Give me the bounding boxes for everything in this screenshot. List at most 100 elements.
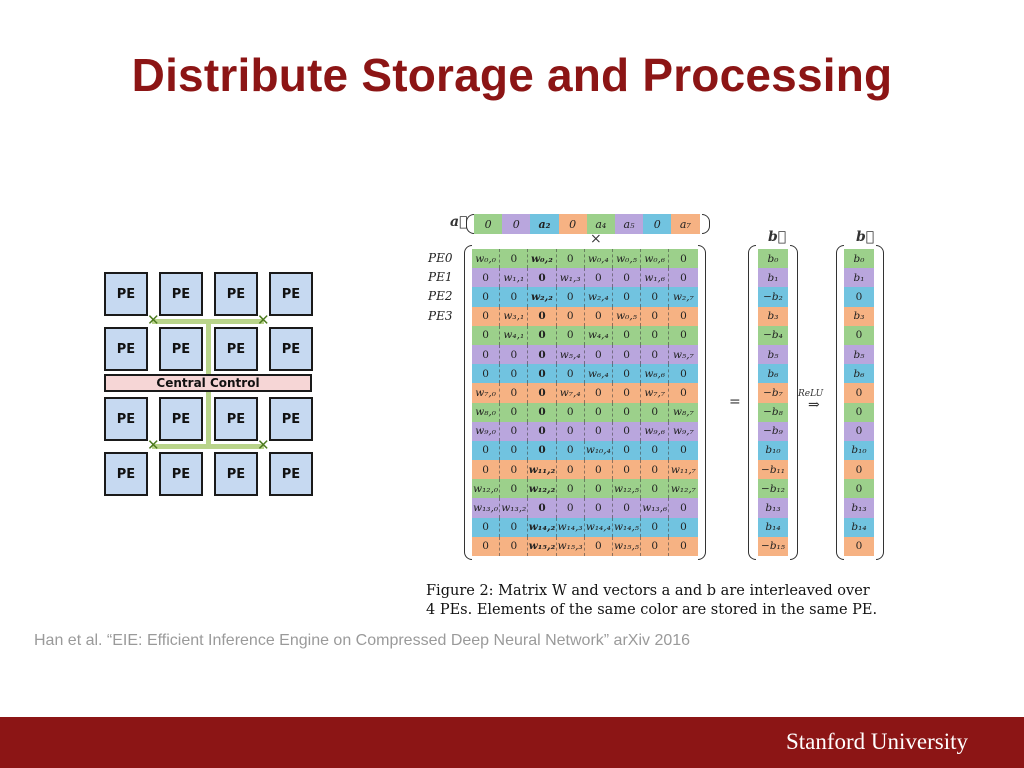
matrix-cell: 0 <box>557 421 585 441</box>
vector-a-paren-left <box>466 214 474 234</box>
vector-b-element: b₁₃ <box>758 498 788 518</box>
vector-a-symbol: a⃗ <box>450 214 468 230</box>
matrix-cell: w₁₂,₇ <box>670 482 696 495</box>
vector-b-element: −b₈ <box>758 402 788 422</box>
matrix-cell: 0 <box>557 402 585 422</box>
caption-line: Figure 2: Matrix W and vectors a and b a… <box>426 583 870 599</box>
vector-a-element: a₇ <box>671 214 700 234</box>
relu-vector-element: b₅ <box>844 344 874 365</box>
caption-line: 4 PEs. Elements of the same color are st… <box>426 602 878 618</box>
matrix-cell: 0 <box>472 287 501 307</box>
vector-b-element: −b₁₂ <box>758 479 788 499</box>
pe-block: PE <box>104 272 148 316</box>
router-node-icon: ✕ <box>257 311 270 329</box>
pe-block: PE <box>104 452 148 496</box>
citation: Han et al. “EIE: Efficient Inference Eng… <box>34 632 691 649</box>
matrix-cell: 0 <box>472 460 501 480</box>
relu-vector-paren-right <box>876 245 884 560</box>
matrix-cell: w₄,₁ <box>500 325 529 345</box>
pe-row-label: PE3 <box>428 308 453 323</box>
vector-b-relu-symbol: b⃗ <box>856 229 875 245</box>
vector-b-element: b₁₀ <box>758 440 788 461</box>
matrix-cell: w₀,₄ <box>585 249 613 269</box>
router-node-icon: ✕ <box>257 436 270 454</box>
matrix-cell: 0 <box>528 344 557 365</box>
matrix-paren-left <box>464 245 472 560</box>
matrix-cell: 0 <box>585 460 613 480</box>
matrix-cell: 0 <box>472 344 501 365</box>
matrix-cell: 0 <box>500 383 529 403</box>
vector-b-element: −b₁₁ <box>758 460 788 480</box>
matrix-cell: 0 <box>641 517 670 537</box>
matrix-cell: w₀,₆ <box>641 249 670 269</box>
figure-caption: Figure 2: Matrix W and vectors a and b a… <box>426 582 906 620</box>
relu-vector-element: b₁₄ <box>844 517 874 537</box>
matrix-cell: 0 <box>613 325 642 345</box>
matrix-cell: 0 <box>500 402 529 422</box>
vector-a-element: a₄ <box>586 214 615 234</box>
matrix-cell: 0 <box>641 402 670 422</box>
matrix-cell: w₉,₀ <box>472 421 501 441</box>
footer-bar: Stanford University <box>0 717 1024 768</box>
relu-vector-element: 0 <box>844 460 874 480</box>
pe-block: PE <box>214 452 258 496</box>
matrix-cell: 0 <box>472 306 501 326</box>
implies-arrow-icon: ⇒ <box>808 397 820 413</box>
matrix-cell: w₁₅,₂ <box>528 536 557 556</box>
matrix-cell: w₂,₂ <box>528 287 557 307</box>
relu-vector-element: b₀ <box>844 249 874 269</box>
matrix-cell: 0 <box>500 460 529 480</box>
matrix-cell: 0 <box>557 306 585 326</box>
matrix-cell: w₁₀,₄ <box>585 440 613 461</box>
relu-vector-element: 0 <box>844 287 874 307</box>
vector-a-element: 0 <box>643 214 672 234</box>
matrix-cell: 0 <box>472 364 501 384</box>
matrix-cell: 0 <box>528 325 557 345</box>
relu-vector-paren-left <box>836 245 844 560</box>
matrix-cell: w₁₄,₅ <box>613 517 642 537</box>
matrix-cell: 0 <box>585 268 613 288</box>
pe-block: PE <box>214 397 258 441</box>
matrix-cell: w₀,₀ <box>472 249 501 269</box>
vector-b-element: −b₉ <box>758 421 788 441</box>
pe-row-label: PE0 <box>428 251 453 265</box>
matrix-cell: w₆,₄ <box>585 364 613 384</box>
matrix-cell: w₁₁,₂ <box>528 460 557 480</box>
matrix-cell: w₁₂,₂ <box>528 479 557 499</box>
matrix-cell: 0 <box>613 402 642 422</box>
matrix-cell: 0 <box>472 440 501 461</box>
vector-b-element: b₆ <box>758 364 788 384</box>
vector-a-paren-right <box>702 214 710 234</box>
matrix-cell: 0 <box>528 440 557 461</box>
pe-row-label: PE2 <box>428 289 453 304</box>
pe-block: PE <box>104 327 148 371</box>
matrix-cell: 0 <box>680 386 687 399</box>
router-node-icon: ✕ <box>147 311 160 329</box>
vector-a-element: 0 <box>474 214 503 234</box>
matrix-cell: 0 <box>500 287 529 307</box>
matrix-cell: 0 <box>528 364 557 384</box>
matrix-cell: w₁₂,₅ <box>613 479 642 499</box>
vector-b-element: −b₄ <box>758 325 788 345</box>
relu-vector-element: 0 <box>844 421 874 441</box>
matrix-cell: 0 <box>680 540 687 553</box>
matrix-cell: 0 <box>585 479 613 499</box>
matrix-cell: 0 <box>613 421 642 441</box>
vector-b-element: −b₂ <box>758 287 788 307</box>
matrix-cell: w₈,₀ <box>472 402 501 422</box>
matrix-paren-right <box>698 245 706 560</box>
matrix-cell: 0 <box>557 364 585 384</box>
matrix-cell: 0 <box>613 440 642 461</box>
matrix-cell: w₀,₅ <box>613 306 642 326</box>
